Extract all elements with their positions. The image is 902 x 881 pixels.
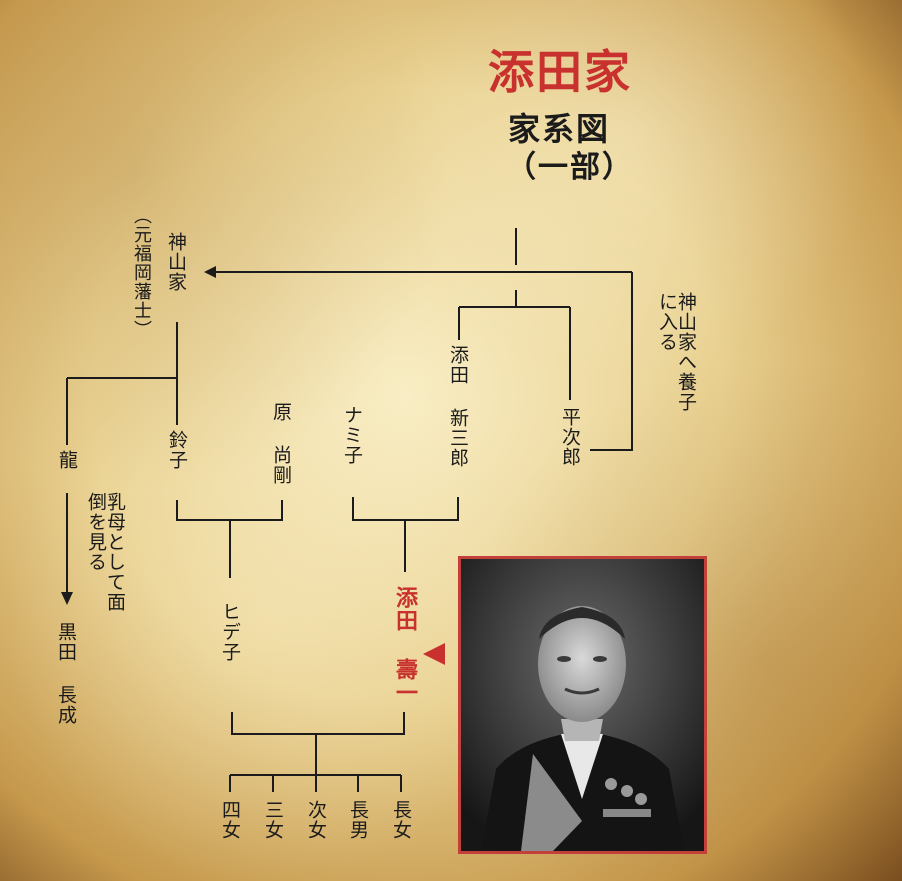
pointer-triangle <box>423 643 445 665</box>
subtitle-note: （一部） <box>506 150 634 185</box>
person-suzuko: 鈴子 <box>166 430 188 470</box>
person-kuroda-nagashige: 黒田 長成 <box>55 622 77 725</box>
child-4th-daughter: 四女 <box>219 800 241 840</box>
portrait-photo <box>458 556 707 854</box>
child-3rd-daughter: 三女 <box>262 800 284 840</box>
person-soeda-juichi: 添田 壽一 <box>392 586 417 704</box>
child-2nd-daughter: 次女 <box>305 800 327 840</box>
wetnurse-note: 乳母として面倒を見る <box>85 492 126 612</box>
child-eldest-son: 長男 <box>347 800 369 840</box>
person-hara-naotake: 原 尚剛 <box>270 402 292 485</box>
person-namiko: ナミ子 <box>341 405 363 465</box>
page-subtitle: 家系図 <box>508 110 611 148</box>
person-soeda-shinzaburo: 添田 新三郎 <box>447 345 469 468</box>
page-title: 添田家 <box>488 45 632 99</box>
person-heijiro: 平次郎 <box>559 407 581 467</box>
person-hideko: ヒデ子 <box>219 602 241 662</box>
person-kamiyama-house: 神山家 <box>165 232 187 292</box>
adoption-note: 神山家へ養子に入る <box>656 292 697 412</box>
child-eldest-daughter: 長女 <box>390 800 412 840</box>
kamiyama-note: （元福岡藩士） <box>131 206 152 339</box>
person-ryu: 龍 <box>56 450 78 470</box>
